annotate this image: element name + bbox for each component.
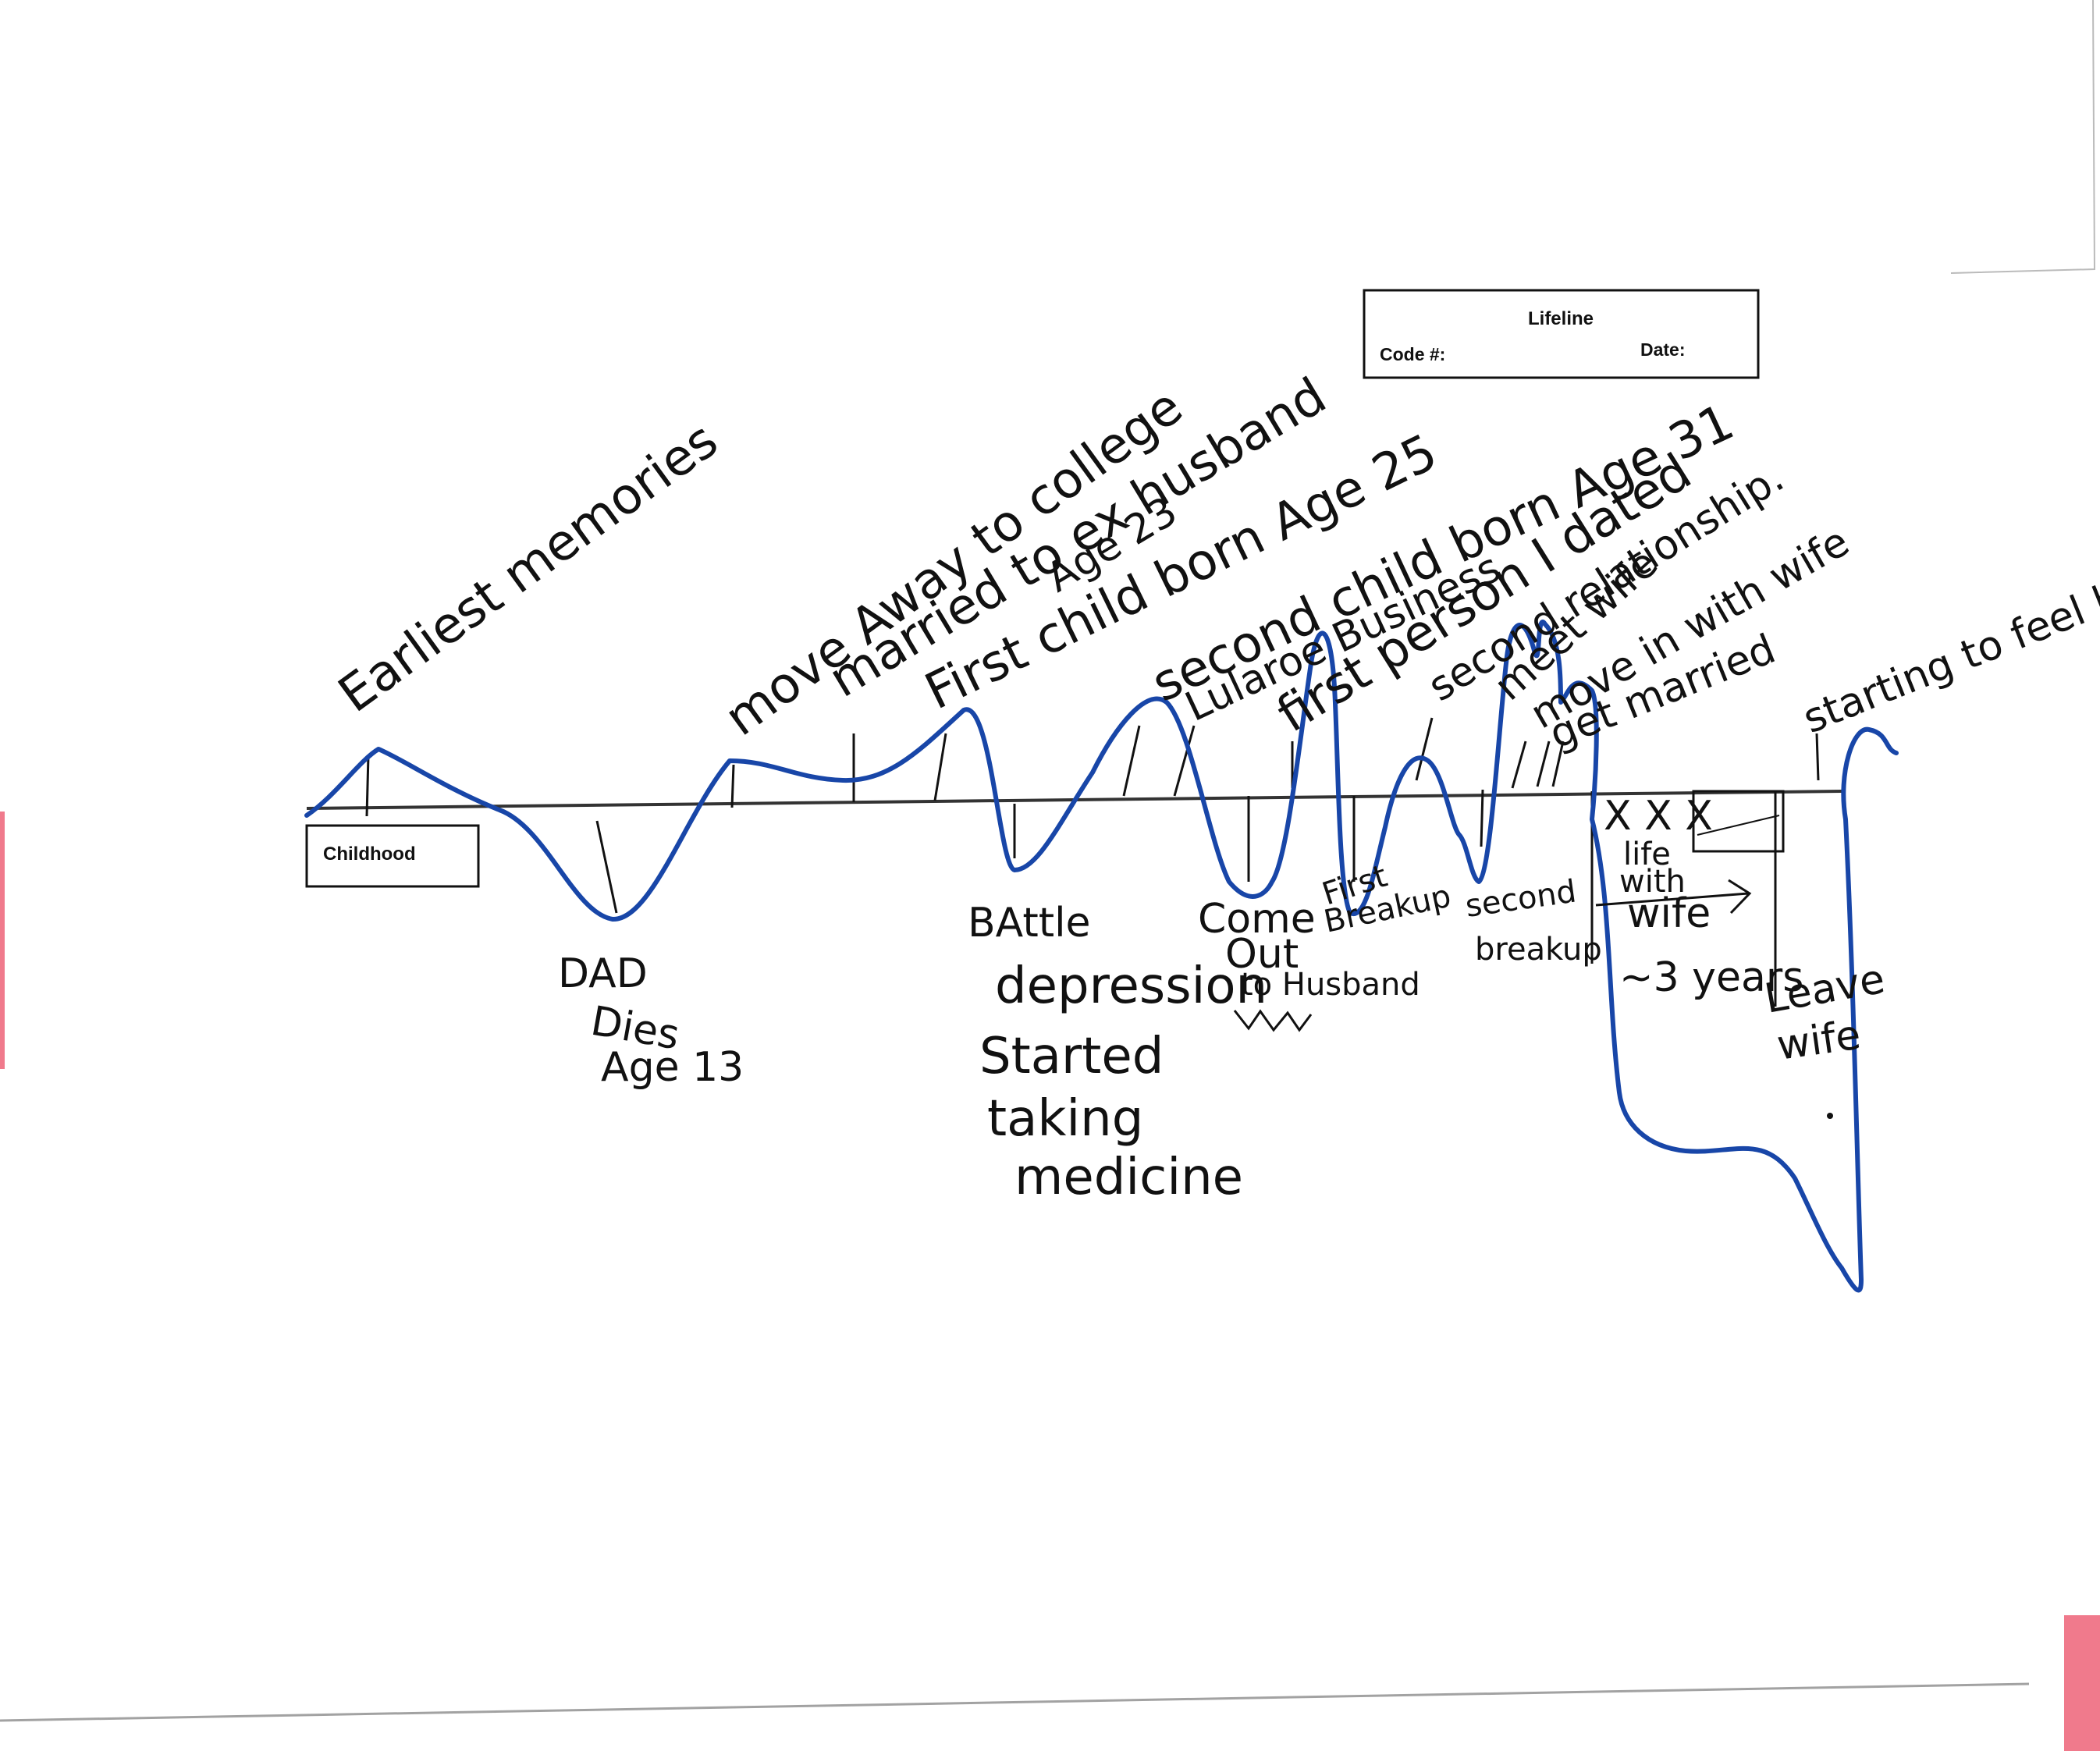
annotations-below: DAD Dies Age 13 BAttle depression Starte… [558, 793, 1889, 1206]
note-sb-line2: breakup [1475, 932, 1602, 968]
tick-earliest [365, 755, 370, 817]
note-comeout-line1: Come [1198, 896, 1316, 943]
childhood-box: Childhood [305, 824, 480, 888]
note-dad-dies: DAD Dies Age 13 [558, 950, 744, 1091]
note-battle-line3: Started [979, 1028, 1164, 1085]
cross-out-mark [1697, 815, 1780, 836]
event-ticks [365, 717, 1820, 1007]
note-battle-line5: medicine [1014, 1149, 1243, 1206]
note-leave-line2: wife [1774, 1012, 1864, 1070]
pink-edge-left [0, 812, 5, 1069]
tick-second-breakup [1480, 789, 1484, 847]
date-label: Date: [1640, 339, 1686, 360]
note-battle-depression: BAttle depression Started taking medicin… [968, 900, 1267, 1206]
tick-feel-better [1815, 733, 1820, 781]
tick-college [730, 764, 735, 808]
note-dad-line3: Age 13 [601, 1044, 744, 1091]
note-battle-line1: BAttle [968, 900, 1091, 947]
note-lw-life: life [1623, 836, 1671, 872]
childhood-label: Childhood [323, 844, 416, 865]
form-title: Lifeline [1528, 308, 1594, 329]
pink-edge-corner [2064, 1615, 2100, 1751]
tick-married-wife [1551, 741, 1565, 787]
code-label: Code #: [1380, 344, 1445, 364]
header-box: Lifeline Code #: Date: [1363, 289, 1760, 379]
ink-dot [1827, 1113, 1833, 1119]
arrow-right-icon [1595, 879, 1752, 915]
note-battle-line4: taking [987, 1090, 1143, 1148]
tick-dad [595, 820, 618, 914]
note-comeout-line3: to Husband [1241, 967, 1420, 1003]
note-lw-with: with [1619, 864, 1686, 900]
tick-business [1173, 725, 1196, 797]
tick-move-in [1536, 741, 1551, 787]
note-first-breakup: First Breakup [1318, 858, 1454, 940]
note-come-out: Come Out to Husband [1198, 896, 1420, 1032]
note-lw-years: ~3 years [1619, 954, 1803, 1001]
note-dad-line1: DAD [558, 950, 648, 997]
lifeline-curve [304, 620, 1899, 1293]
tick-second-child [1122, 725, 1141, 797]
note-earliest-memories: Earliest memories [329, 411, 728, 724]
tick-meet-wife [1511, 741, 1527, 789]
note-battle-line2: depression [995, 957, 1267, 1015]
note-life-with-wife: X X X life with wife ~3 years [1595, 793, 1803, 1001]
note-second-breakup: second breakup [1463, 873, 1602, 968]
tick-second-rel [1415, 717, 1434, 781]
scribble-mark [1233, 1009, 1313, 1032]
note-lw-xxx: X X X [1604, 793, 1713, 840]
note-leave-wife: Leave wife [1761, 956, 1889, 1070]
note-comeout-line2: Out [1225, 931, 1299, 978]
tick-first-child [933, 733, 947, 801]
annotations-above: Earliest memories move Away to college m… [329, 367, 2100, 758]
crossed-box [1692, 790, 1785, 853]
